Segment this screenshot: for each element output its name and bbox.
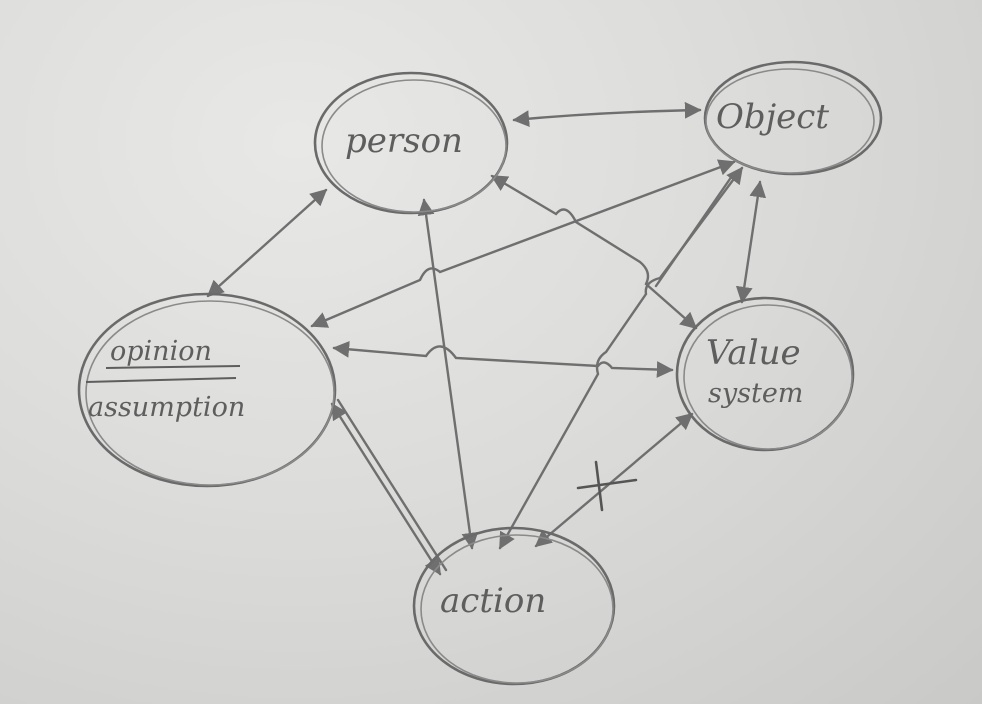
edge-opinion-action — [330, 402, 442, 576]
edge-person-opinion — [206, 188, 328, 298]
fraction-bar — [85, 377, 237, 383]
edge-value-action — [534, 412, 694, 548]
underline-opinion — [105, 365, 241, 369]
edge-person-object — [512, 101, 702, 127]
node-action-label: action — [440, 581, 546, 621]
edge-opinion-value — [332, 340, 674, 378]
edges — [206, 101, 767, 576]
node-opinion-label: opinion — [110, 336, 212, 367]
node-person: person — [313, 71, 509, 215]
edge-person-value — [490, 174, 698, 330]
edge-person-action — [417, 198, 479, 550]
node-action: action — [412, 526, 616, 686]
edge-opinion-action-double — [336, 398, 448, 572]
node-object: Object — [703, 60, 883, 176]
node-assumption-label: assumption — [88, 392, 245, 423]
crossed-out-mark — [576, 460, 638, 512]
node-person-label: person — [345, 121, 463, 161]
node-object-label: Object — [716, 97, 829, 137]
node-value-system: Value system — [675, 296, 855, 452]
edge-object-value — [735, 180, 767, 304]
node-value-label-1: Value — [706, 333, 801, 373]
node-value-label-2: system — [708, 378, 803, 409]
edge-object-opinion — [310, 159, 736, 328]
node-opinion-assumption: opinion assumption — [77, 292, 337, 488]
edge-object-action-double — [654, 174, 734, 288]
